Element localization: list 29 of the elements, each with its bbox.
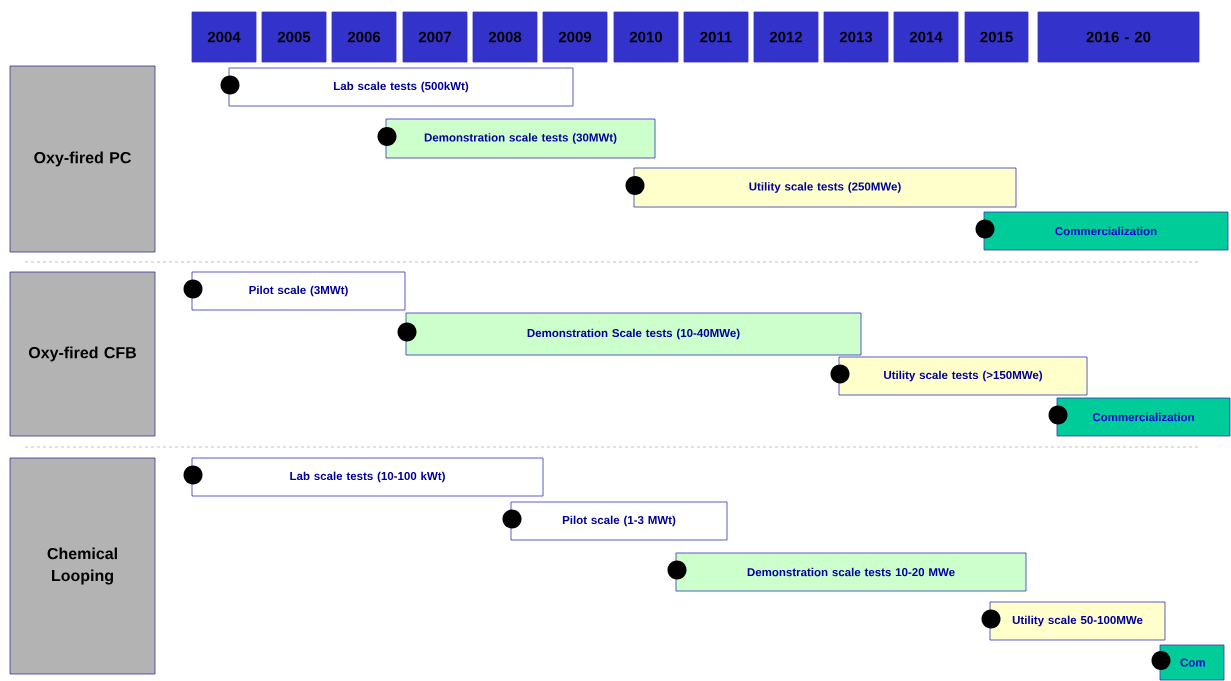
timeline-bar: Pilot scale (3MWt) (191, 271, 406, 311)
year-header-box: 2014 (893, 11, 959, 63)
year-header-box: 2010 (613, 11, 679, 63)
category-box: Oxy-fired CFB (9, 271, 156, 437)
year-header-box: 2005 (261, 11, 327, 63)
year-header-box: 2008 (472, 11, 538, 63)
year-header-box: 2015 (964, 11, 1029, 63)
timeline-bar: Com (1159, 644, 1225, 681)
category-box: Chemical Looping (9, 457, 156, 675)
timeline-bar: Commercialization (1056, 397, 1231, 437)
timeline-bar: Utility scale tests (>150MWe) (838, 356, 1088, 396)
year-header-box: 2007 (402, 11, 468, 63)
timeline-bar: Pilot scale (1-3 MWt) (510, 501, 728, 541)
timeline-bar: Utility scale tests (250MWe) (633, 167, 1017, 208)
timeline-bar: Demonstration scale tests 10-20 MWe (675, 552, 1027, 592)
timeline-bar: Demonstration scale tests (30MWt) (385, 118, 656, 159)
timeline-bar: Utility scale 50-100MWe (989, 601, 1166, 641)
year-header-box: 2006 (331, 11, 397, 63)
timeline-bar: Commercialization (983, 211, 1229, 251)
timeline-bar: Demonstration Scale tests (10-40MWe) (405, 312, 862, 356)
year-header-box: 2009 (542, 11, 608, 63)
category-box: Oxy-fired PC (9, 65, 156, 253)
year-header-box: 2012 (753, 11, 819, 63)
year-header-box: 2011 (683, 11, 749, 63)
timeline-bar: Lab scale tests (10-100 kWt) (191, 457, 544, 497)
year-header-box: 2004 (191, 11, 257, 63)
year-header-box: 2013 (823, 11, 889, 63)
timeline-bar: Lab scale tests (500kWt) (228, 67, 574, 107)
year-header-box: 2016 - 20 (1037, 11, 1200, 63)
